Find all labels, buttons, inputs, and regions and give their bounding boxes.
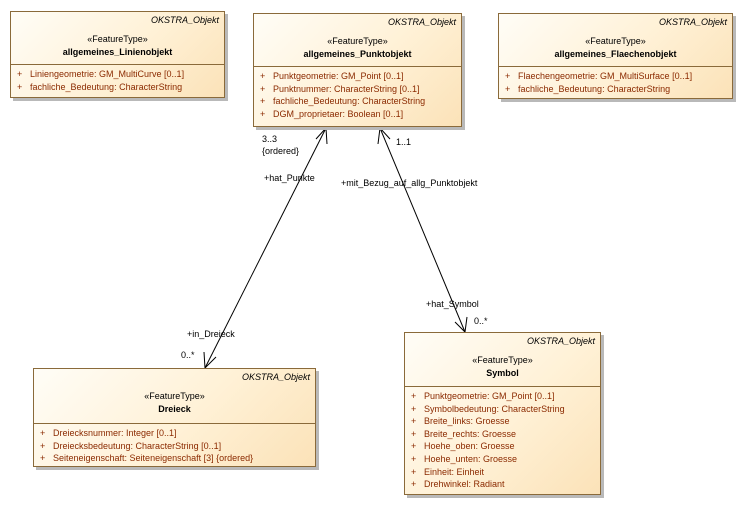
multiplicity-punkt-label-2: 1..1 — [396, 137, 412, 147]
class-allgemeines-punktobjekt[interactable]: OKSTRA_Objekt «FeatureType» allgemeines_… — [253, 13, 462, 127]
stereotype: «FeatureType» — [87, 34, 148, 44]
class-allgemeines-flaechenobjekt[interactable]: OKSTRA_Objekt «FeatureType» allgemeines_… — [498, 13, 733, 99]
stereotype-label: OKSTRA_Objekt — [526, 336, 595, 346]
association-line-symbol-punkt[interactable] — [379, 127, 466, 333]
attribute[interactable]: +Drehwinkel: Radiant — [411, 479, 505, 490]
attribute[interactable]: +Seiteneigenschaft: Seiteneigenschaft [3… — [40, 453, 254, 464]
multiplicity-symbol-label: 0..* — [474, 316, 488, 326]
stereotype-label: OKSTRA_Objekt — [387, 17, 456, 27]
class-name: Symbol — [486, 368, 519, 378]
attribute-list: +Liniengeometrie: GM_MultiCurve [0..1] +… — [11, 65, 224, 93]
attribute-list: +Punktgeometrie: GM_Point [0..1] +Punktn… — [254, 67, 461, 120]
ordered-constraint-label: {ordered} — [262, 146, 300, 156]
class-name: allgemeines_Linienobjekt — [62, 47, 173, 57]
attribute[interactable]: +fachliche_Bedeutung: CharacterString — [260, 96, 426, 107]
attribute-list: +Punktgeometrie: GM_Point [0..1] +Symbol… — [405, 387, 600, 491]
attribute[interactable]: +Liniengeometrie: GM_MultiCurve [0..1] — [17, 69, 185, 79]
attribute[interactable]: +DGM_proprietaer: Boolean [0..1] — [260, 108, 404, 119]
arrowhead-to-symbol — [454, 316, 468, 334]
class-dreieck[interactable]: OKSTRA_Objekt «FeatureType» Dreieck +Dre… — [33, 368, 316, 467]
attribute[interactable]: +Punktgeometrie: GM_Point [0..1] — [411, 391, 555, 401]
class-name: allgemeines_Punktobjekt — [303, 49, 412, 59]
arrowhead-to-punktobjekt-2 — [377, 126, 391, 145]
class-symbol[interactable]: OKSTRA_Objekt «FeatureType» Symbol +Punk… — [404, 332, 601, 495]
attribute[interactable]: +Breite_links: Groesse — [411, 416, 510, 427]
attribute-list: +Dreiecksnummer: Integer [0..1] +Dreieck… — [34, 424, 315, 465]
class-name: Dreieck — [158, 404, 191, 414]
attribute-list: +Flaechengeometrie: GM_MultiSurface [0..… — [499, 67, 732, 95]
attribute[interactable]: +fachliche_Bedeutung: CharacterString — [505, 83, 671, 94]
stereotype: «FeatureType» — [144, 391, 205, 401]
stereotype: «FeatureType» — [472, 355, 533, 365]
attribute[interactable]: +Flaechengeometrie: GM_MultiSurface [0..… — [505, 71, 693, 81]
attribute[interactable]: +Hoehe_oben: Groesse — [411, 441, 515, 452]
attribute[interactable]: +Einheit: Einheit — [411, 466, 485, 477]
attribute[interactable]: +fachliche_Bedeutung: CharacterString — [17, 81, 183, 92]
stereotype-label: OKSTRA_Objekt — [150, 15, 219, 25]
class-allgemeines-linienobjekt[interactable]: OKSTRA_Objekt «FeatureType» allgemeines_… — [10, 11, 225, 98]
stereotype: «FeatureType» — [327, 36, 388, 46]
arrowhead-to-punktobjekt — [315, 126, 328, 145]
class-name: allgemeines_Flaechenobjekt — [554, 49, 677, 59]
stereotype-label: OKSTRA_Objekt — [241, 372, 310, 382]
attribute[interactable]: +Symbolbedeutung: CharacterString — [411, 403, 565, 414]
attribute[interactable]: +Punktgeometrie: GM_Point [0..1] — [260, 71, 404, 81]
attribute[interactable]: +Punktnummer: CharacterString [0..1] — [260, 83, 420, 94]
association-line-dreieck-punkt[interactable] — [204, 127, 327, 369]
multiplicity-punkt-label: 3..3 — [262, 134, 278, 144]
stereotype: «FeatureType» — [585, 36, 646, 46]
stereotype-label: OKSTRA_Objekt — [658, 17, 727, 27]
attribute[interactable]: +Hoehe_unten: Groesse — [411, 453, 518, 464]
attribute[interactable]: +Breite_rechts: Groesse — [411, 428, 517, 439]
multiplicity-dreieck-label: 0..* — [181, 350, 195, 360]
attribute[interactable]: +Dreiecksnummer: Integer [0..1] — [40, 428, 177, 438]
role-hat-punkte-label: +hat_Punkte — [264, 173, 315, 183]
role-mit-bezug-label: +mit_Bezug_auf_allg_Punktobjekt — [341, 178, 478, 188]
role-hat-symbol-label: +hat_Symbol — [426, 299, 479, 309]
role-in-dreieck-label: +in_Dreieck — [187, 329, 235, 339]
attribute[interactable]: +Dreiecksbedeutung: CharacterString [0..… — [40, 440, 222, 451]
